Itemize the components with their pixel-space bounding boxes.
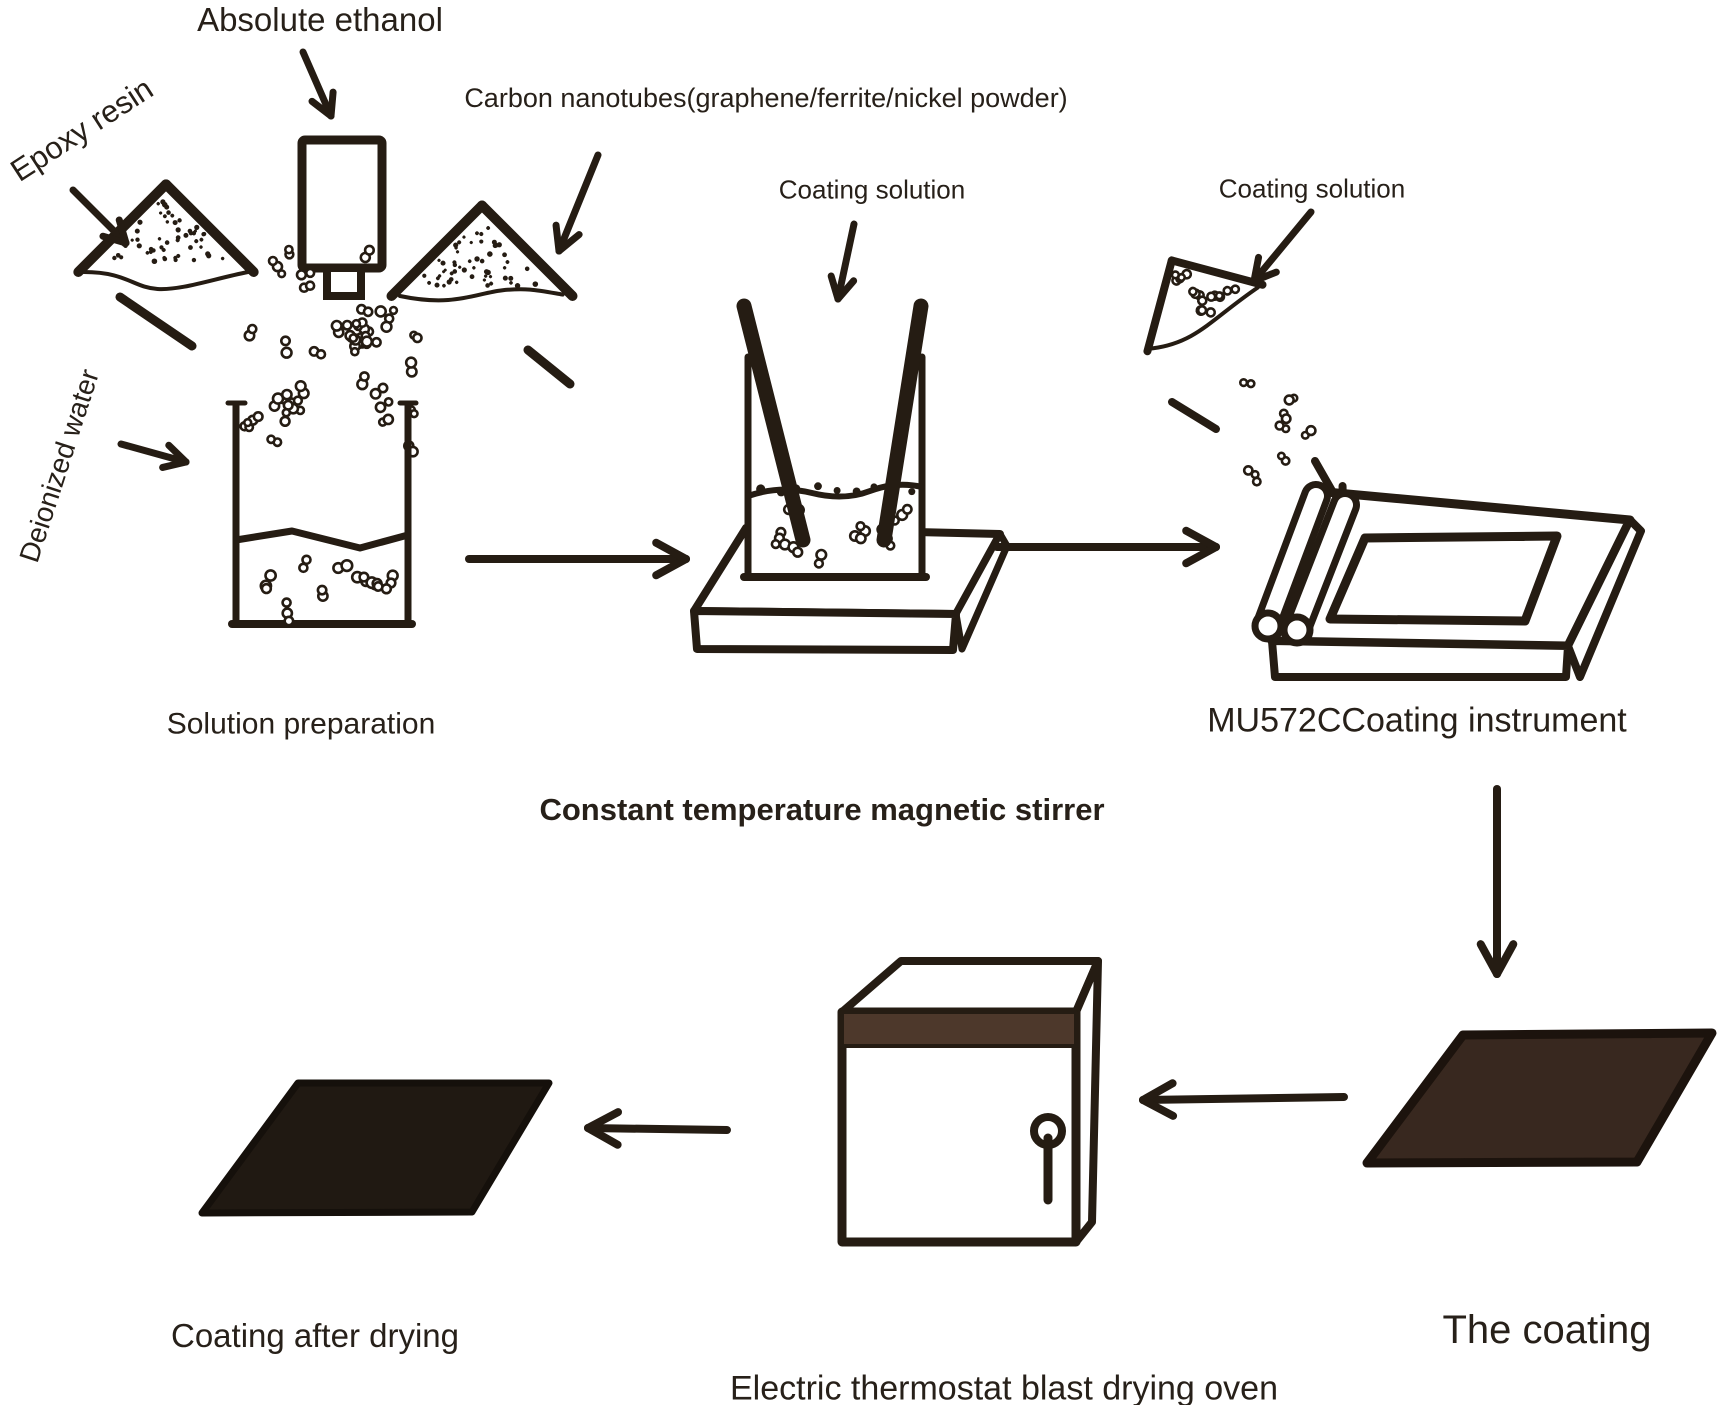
carbon-nanotubes-container <box>386 200 578 303</box>
arrow-coating-solution-instrument <box>1250 208 1315 285</box>
falling-particles <box>239 244 423 458</box>
arrow-stirrer-to-instrument <box>993 526 1220 568</box>
label-coating-instrument: MU572CCoating instrument <box>1207 701 1627 740</box>
drying-oven <box>837 957 1102 1247</box>
pour-container-lip <box>1168 398 1220 433</box>
magnetic-stirrer <box>690 298 1011 654</box>
arrow-coating-to-oven <box>1139 1079 1348 1120</box>
the-coating-film <box>1362 1028 1717 1168</box>
label-solution-preparation: Solution preparation <box>166 707 436 741</box>
arrow-oven-to-dried <box>584 1108 731 1149</box>
label-the-coating: The coating <box>1442 1308 1652 1352</box>
label-coating-after-drying: Coating after drying <box>171 1316 459 1354</box>
arrow-instrument-to-coating <box>1476 785 1518 978</box>
coating-solution-pour-container <box>1143 256 1267 356</box>
label-coating-solution-instrument: Coating solution <box>1218 173 1406 204</box>
solution-beaker <box>225 400 419 628</box>
dried-coating-film <box>198 1079 553 1217</box>
arrow-absolute-ethanol <box>299 48 337 120</box>
epoxy-container-lip <box>115 292 197 351</box>
label-drying-oven: Electric thermostat blast drying oven <box>729 1369 1279 1405</box>
coating-instrument <box>1251 481 1645 681</box>
label-carbon-nanotubes: Carbon nanotubes(graphene/ferrite/nickel… <box>464 83 1068 114</box>
label-absolute-ethanol: Absolute ethanol <box>197 0 443 38</box>
carbon-container-lip <box>523 345 575 389</box>
label-magnetic-stirrer: Constant temperature magnetic stirrer <box>539 791 1105 827</box>
arrow-epoxy-resin <box>69 186 130 247</box>
arrow-solution-to-stirrer <box>465 538 690 580</box>
arrow-coating-solution-stirrer <box>827 220 858 303</box>
ethanol-bottle <box>297 135 387 300</box>
oven-door-handle <box>1030 1113 1066 1205</box>
arrow-deionized-water <box>117 440 190 471</box>
pour-stream-particles <box>1238 378 1317 487</box>
label-coating-solution-stirrer: Coating solution <box>778 174 966 205</box>
arrow-carbon-nanotubes <box>552 151 602 255</box>
